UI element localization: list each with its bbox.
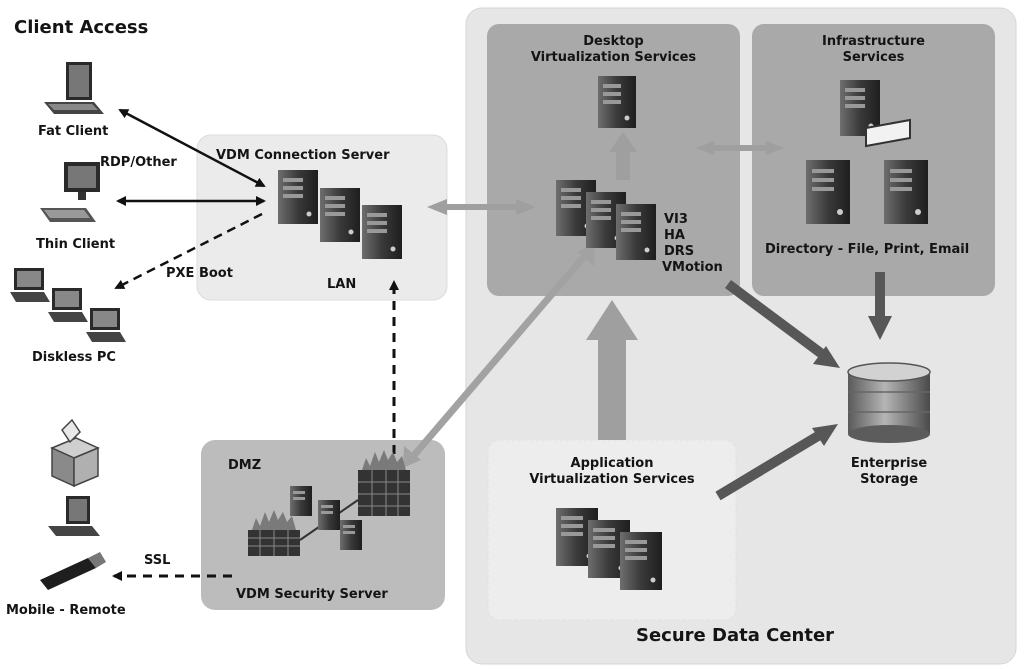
desktop-feature-vi3: VI3 xyxy=(664,212,688,227)
lan-label: LAN xyxy=(327,277,357,292)
thin-client-icon xyxy=(40,162,100,222)
arrow-dmz-desktop xyxy=(407,249,591,463)
fat-client-label: Fat Client xyxy=(38,124,109,139)
infrastructure-panel xyxy=(752,24,995,296)
arrow-app-to-cluster xyxy=(586,300,638,440)
desktop-feature-vmotion: VMotion xyxy=(662,260,723,275)
dmz-title: DMZ xyxy=(228,458,262,473)
dmz-firewall-icon-right xyxy=(358,450,410,516)
connection-server-icon xyxy=(278,170,402,259)
client-access-title: Client Access xyxy=(14,17,149,38)
fat-client-laptop-icon xyxy=(44,62,104,114)
connection-server-title: VDM Connection Server xyxy=(216,148,390,163)
usb-device-icon xyxy=(40,552,106,590)
pxe-boot-label: PXE Boot xyxy=(166,266,233,281)
arrow-cluster-to-server xyxy=(609,132,637,180)
desktop-feature-ha: HA xyxy=(664,228,685,243)
storage-arrows xyxy=(715,272,892,501)
dmz-firewall-icon-left xyxy=(248,510,300,556)
rdp-label: RDP/Other xyxy=(100,155,177,170)
remote-box-icon xyxy=(50,418,100,488)
storage-icon xyxy=(847,362,931,443)
client-arrows xyxy=(112,108,399,581)
infrastructure-server-icon xyxy=(840,80,911,148)
app-virtualization-title: Application Virtualization Services xyxy=(529,456,695,487)
desktop-virtualization-panel xyxy=(487,24,740,296)
desktop-feature-drs: DRS xyxy=(664,244,695,259)
arrowhead-dmz-desktop-bottom xyxy=(403,446,421,468)
mobile-remote-label: Mobile - Remote xyxy=(6,603,126,618)
desktop-cluster-icon xyxy=(556,180,656,260)
arrow-desktop-infra xyxy=(696,141,784,155)
directory-label: Directory - File, Print, Email xyxy=(765,242,970,257)
ssl-label: SSL xyxy=(144,553,171,568)
arrowhead-dmz-desktop-top xyxy=(577,244,595,266)
data-center-title: Secure Data Center xyxy=(636,625,835,646)
diskless-pc-icon xyxy=(10,268,126,342)
directory-server-icon-1 xyxy=(806,160,850,224)
dmz-servers-icon xyxy=(290,486,362,550)
desktop-server-icon xyxy=(598,76,636,128)
directory-server-icon-2 xyxy=(884,160,928,224)
arrow-lan-desktop xyxy=(427,199,536,215)
app-servers-icon xyxy=(556,508,662,590)
remote-laptop-icon xyxy=(48,496,100,536)
gray-arrows xyxy=(427,132,784,440)
desktop-virtualization-title: Desktop Virtualization Services xyxy=(530,34,697,65)
diskless-pc-label: Diskless PC xyxy=(32,350,116,365)
security-server-label: VDM Security Server xyxy=(236,587,388,602)
storage-label: Enterprise Storage xyxy=(850,456,928,487)
thin-client-label: Thin Client xyxy=(36,237,116,252)
infrastructure-title: Infrastructure Services xyxy=(822,34,925,65)
